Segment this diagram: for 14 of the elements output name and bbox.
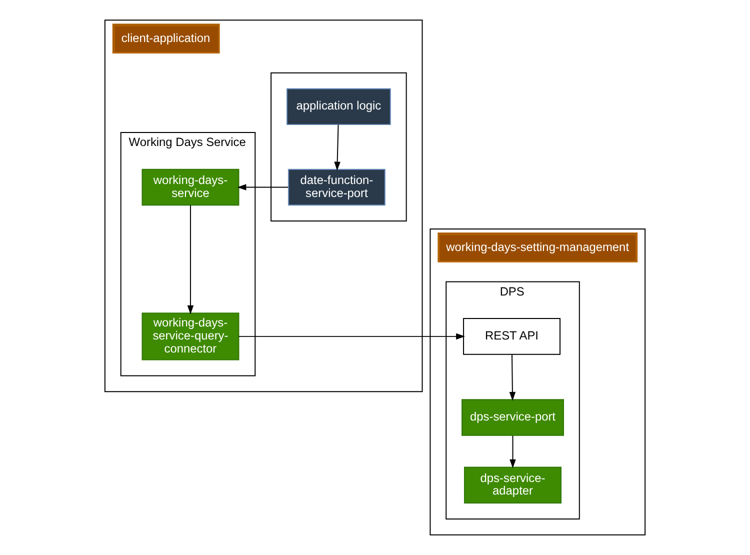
node-box: date-function-service-port: [288, 168, 386, 206]
arrow: [509, 354, 516, 401]
arrow: [510, 435, 516, 468]
node-box: working-days-service-query-connector: [142, 312, 240, 360]
node-box: working-days-service: [142, 168, 240, 206]
node-box: dps-service-adapter: [464, 466, 562, 504]
node-box: REST API: [463, 318, 561, 355]
arrow: [334, 124, 340, 171]
arrow: [187, 204, 194, 314]
node-box: application logic: [286, 88, 391, 126]
cluster: [270, 72, 407, 222]
arrow: [238, 333, 466, 340]
arrow: [237, 184, 289, 190]
node-box: dps-service-port: [462, 399, 564, 436]
